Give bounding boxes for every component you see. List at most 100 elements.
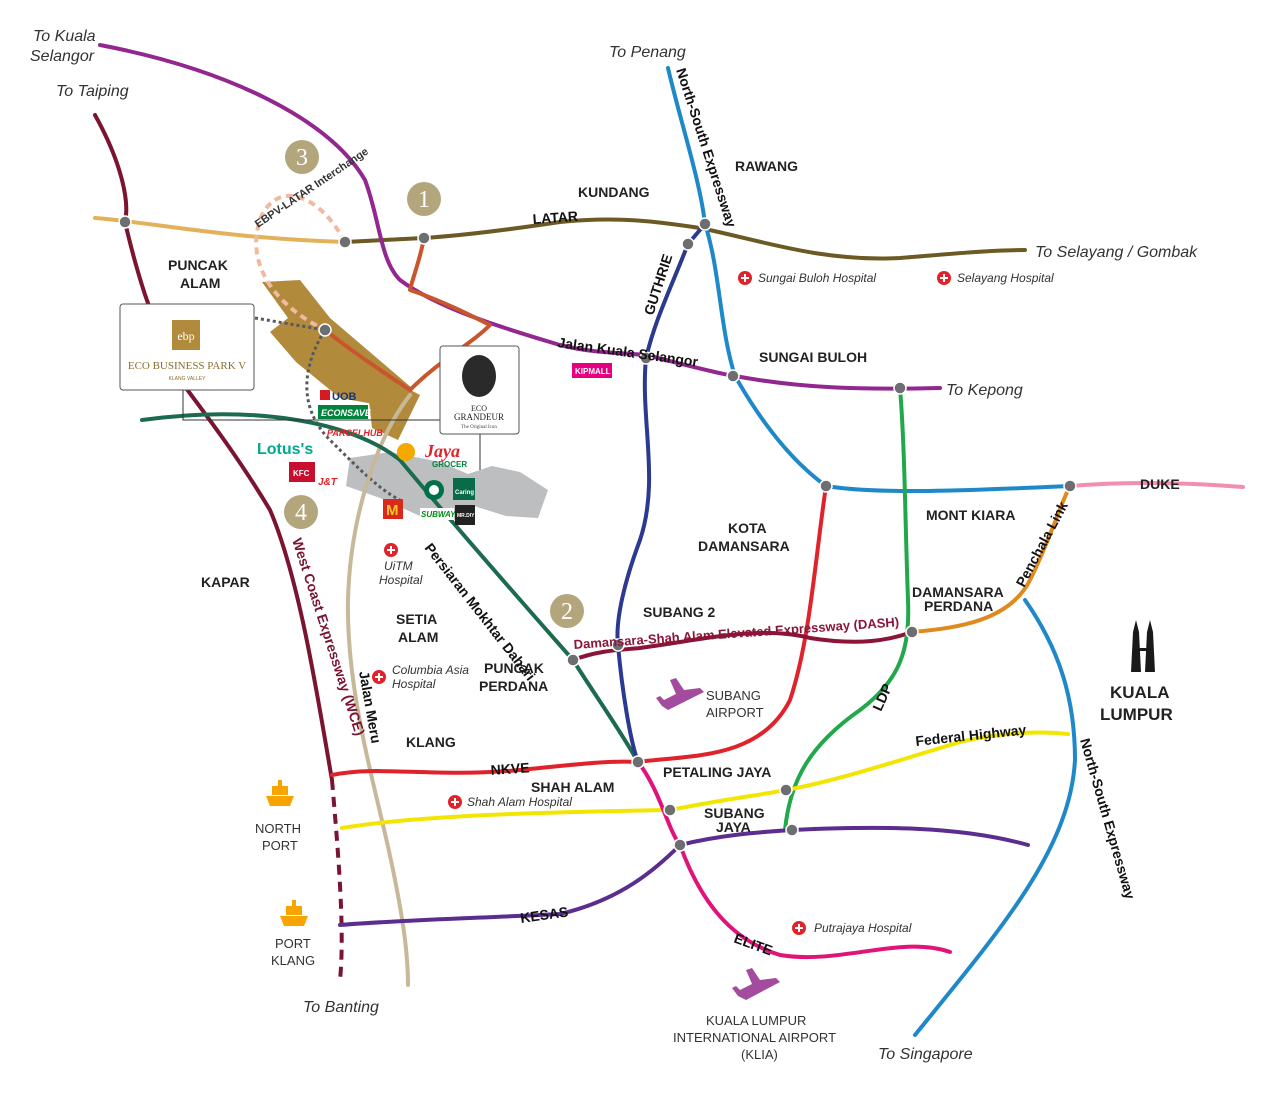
junction-node — [611, 638, 625, 652]
eco-grandeur-sub: The Original Icon — [461, 425, 497, 430]
junction-node — [631, 755, 645, 769]
junction-node — [639, 351, 653, 365]
dest-penang: To Penang — [609, 44, 686, 61]
road-label-persiaran: Persiaran Mokhtar Dahari — [422, 540, 539, 684]
latar-road-west — [93, 216, 347, 244]
mcdonalds-logo-bg — [383, 499, 403, 519]
area-duke: DUKE — [1140, 476, 1180, 492]
caring-logo-bg — [453, 478, 475, 500]
area-labels: RAWANG KUNDANG PUNCAK ALAM SUNGAI BULOH … — [168, 158, 1180, 835]
kipmall-logo-bg — [572, 363, 612, 378]
road-label-kesas: KESAS — [519, 903, 569, 926]
marker-4-circle — [284, 495, 318, 529]
airport-label: SUBANG — [706, 688, 761, 703]
dest-banting: To Banting — [303, 999, 379, 1016]
subway-logo: SUBWAY — [421, 510, 456, 519]
airport-label-2: INTERNATIONAL AIRPORT — [673, 1030, 836, 1045]
guthrie-road — [615, 222, 707, 764]
area-kapar: KAPAR — [201, 574, 250, 590]
hospital-putrajaya: Putrajaya Hospital — [792, 921, 912, 935]
kuala-selangor-road — [98, 43, 942, 391]
elite-road — [636, 760, 952, 960]
dotted-access-road — [254, 316, 401, 502]
hospital-label: UiTM — [384, 559, 413, 573]
junction-node — [338, 235, 352, 249]
hospital-cross — [451, 798, 459, 806]
dest-singapore: To Singapore — [878, 1046, 973, 1063]
penchala-link — [910, 484, 1072, 634]
logo-connector — [182, 390, 481, 470]
road-label-federal: Federal Highway — [915, 721, 1028, 749]
junction-nodes — [118, 215, 1077, 852]
hospital-label: Putrajaya Hospital — [814, 921, 912, 935]
junction-node — [673, 838, 687, 852]
area-klang: KLANG — [406, 734, 456, 750]
area-mont-kiara: MONT KIARA — [926, 507, 1015, 523]
duke-road — [1068, 481, 1245, 489]
marker-1: 1 — [418, 187, 430, 213]
hospital-cross — [375, 673, 383, 681]
jaya-grocer-cart-icon — [397, 443, 415, 461]
port-label: NORTH — [255, 821, 301, 836]
hospital-sungai-buloh: Sungai Buloh Hospital — [738, 271, 876, 285]
junction-node — [779, 783, 793, 797]
port-label-2: PORT — [262, 838, 298, 853]
port-label: PORT — [275, 936, 311, 951]
nkve-road — [330, 484, 828, 777]
junction-node — [698, 217, 712, 231]
ebp-name: ECO BUSINESS PARK V — [128, 360, 246, 372]
area-puncak-perdana: PUNCAK — [484, 660, 544, 676]
north-south-expressway-south — [913, 598, 1077, 1037]
eco-grandeur-name: ECO — [471, 404, 487, 413]
hospital-cross — [940, 274, 948, 282]
airport-label-2: AIRPORT — [706, 705, 764, 720]
junction-node — [893, 381, 907, 395]
ebp-link-road — [323, 328, 412, 392]
area-damansara-perdana-2: PERDANA — [924, 598, 993, 614]
road-label-latar: LATAR — [532, 208, 578, 227]
ebp-land-parcel-2 — [368, 378, 420, 440]
eco-grandeur-name-2: GRANDEUR — [454, 412, 504, 422]
federal-highway — [340, 730, 1070, 830]
eco-business-park-v-logo: ebp ECO BUSINESS PARK V KLANG VALLEY — [119, 303, 481, 470]
parcelhub-logo: PARCELHUB — [327, 428, 383, 438]
hospital-columbia: Columbia Asia Hospital — [372, 663, 469, 691]
junction-node — [417, 231, 431, 245]
hospitals: Sungai Buloh Hospital Selayang Hospital … — [372, 271, 1054, 935]
persiaran-road — [140, 412, 640, 764]
hospital-cross — [795, 924, 803, 932]
jt-logo: J&T — [318, 477, 338, 488]
junction-node — [785, 823, 799, 837]
junction-node — [663, 803, 677, 817]
dest-kepong: To Kepong — [946, 382, 1023, 399]
lotus-logo: Lotus's — [257, 441, 313, 458]
airport-label-3: (KLIA) — [741, 1047, 778, 1062]
junction-node — [681, 237, 695, 251]
numbered-markers: 1 2 3 4 — [284, 140, 584, 628]
area-subang-jaya: SUBANG — [704, 805, 765, 821]
hospital-label: Columbia Asia — [392, 663, 469, 677]
junction-node — [905, 625, 919, 639]
dest-selayang-gombak: To Selayang / Gombak — [1035, 244, 1198, 261]
ldp-road — [783, 386, 911, 832]
area-rawang: RAWANG — [735, 158, 798, 174]
junction-node — [318, 323, 332, 337]
hospital-label: Sungai Buloh Hospital — [758, 271, 876, 285]
logo-emblem — [462, 355, 496, 397]
airports: SUBANG AIRPORT KUALA LUMPUR INTERNATIONA… — [656, 678, 836, 1062]
starbucks-logo-inner — [429, 485, 439, 495]
marker-3-circle — [285, 140, 319, 174]
port-north: NORTH PORT — [255, 780, 301, 853]
junction-node — [1063, 479, 1077, 493]
uob-logo: UOB — [332, 391, 357, 403]
marker-2: 2 — [561, 599, 573, 625]
econsave-logo-bg — [318, 405, 368, 419]
ebp-sub: KLANG VALLEY — [169, 376, 207, 382]
mcdonalds-icon: M — [386, 502, 399, 519]
area-puncak-perdana-2: PERDANA — [479, 678, 548, 694]
destination-labels: To Kuala Selangor To Taiping To Penang T… — [30, 28, 1198, 1063]
ebp-land-parcel — [262, 280, 412, 408]
econsave-logo: ECONSAVE — [321, 408, 372, 418]
port-klang: PORT KLANG — [271, 900, 315, 968]
petronas-towers-icon — [1131, 620, 1155, 672]
